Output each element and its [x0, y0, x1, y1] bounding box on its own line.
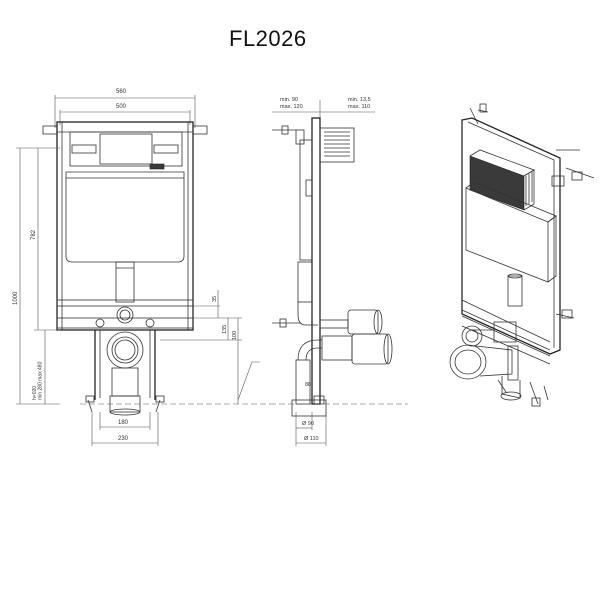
dim-width-inner: 500 [116, 104, 127, 110]
flush-panel-ribs [324, 131, 350, 157]
dim-pipe-d1: Ø 90 [302, 421, 314, 427]
dim-height-total: 1000 [13, 291, 19, 305]
dim-depth-min-left: min. 90 [280, 97, 298, 103]
dim-base-outer: 230 [118, 436, 129, 442]
dim-height-drain: h=020min 280 max 480 [32, 361, 44, 400]
iso-panel-ribs [525, 172, 533, 206]
dim-height-tank: 782 [31, 229, 37, 240]
dim-width-overall: 560 [116, 89, 127, 95]
front-view: 560 500 [13, 89, 270, 446]
isometric-view [449, 103, 595, 407]
dim-drain-h3: 35 [212, 296, 218, 302]
dim-depth-min-right: min. 13,5 [348, 97, 371, 103]
dim-drain-h1: 135 [222, 325, 228, 334]
dim-drain-h2: 100 [232, 331, 238, 340]
dim-base-inner: 180 [118, 420, 129, 426]
dim-depth-max-right: max. 110 [348, 104, 370, 110]
side-view: min. 90 max. 120 min. 13,5 max. 110 [270, 97, 408, 446]
label-88: 88 [305, 382, 311, 388]
product-title: FL2026 [229, 26, 307, 51]
dim-depth-max-left: max. 120 [280, 104, 303, 110]
dim-pipe-d2: Ø 110 [304, 436, 319, 442]
